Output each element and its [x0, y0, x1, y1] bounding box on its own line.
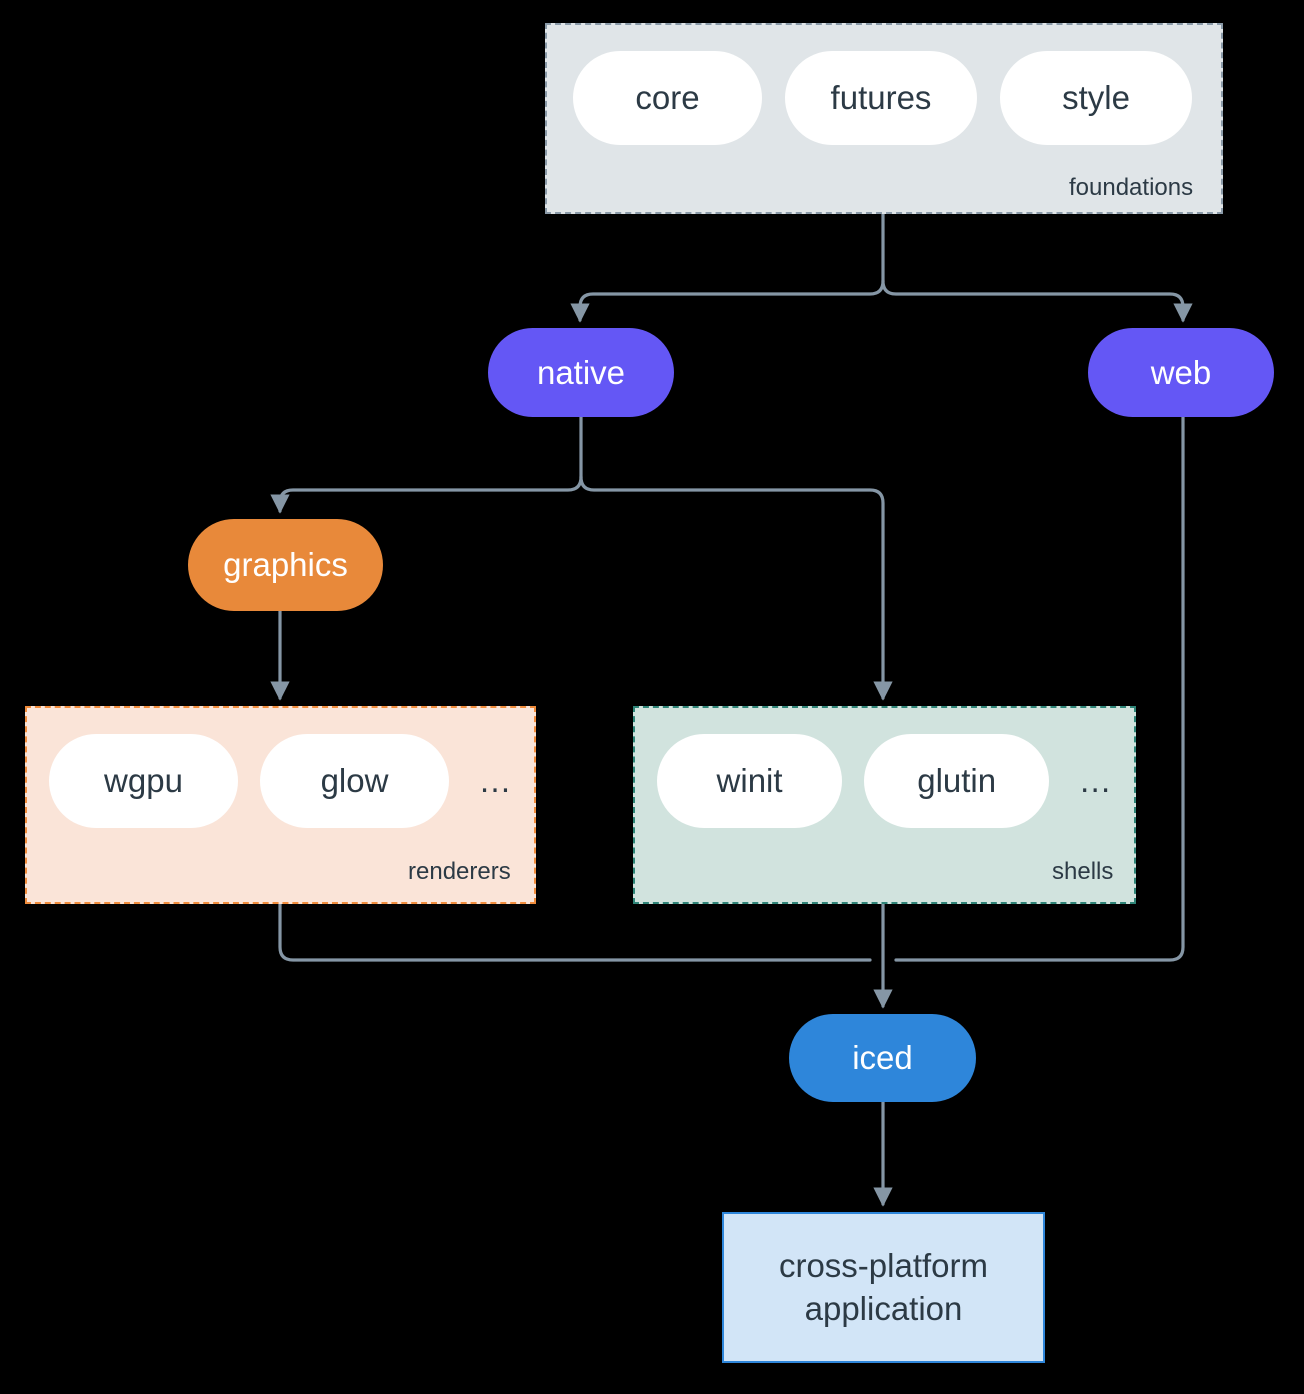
group-label-shells: shells [1052, 858, 1114, 885]
chip-futures[interactable]: futures [785, 51, 977, 145]
foundations-chip-row: core futures style [573, 51, 1197, 145]
chip-futures-label: futures [830, 79, 932, 116]
chip-wgpu[interactable]: wgpu [49, 734, 238, 828]
chip-glow-label: glow [320, 762, 389, 799]
chip-core-label: core [635, 79, 700, 116]
node-native[interactable]: native [488, 328, 674, 417]
edge-native-to-shells [579, 475, 893, 701]
application-line-1: cross-platform [778, 1246, 989, 1284]
chip-winit-label: winit [716, 762, 783, 799]
node-native-label: native [536, 353, 626, 391]
node-graphics[interactable]: graphics [188, 519, 383, 611]
edge-native-to-graphics [270, 475, 583, 514]
edge-renderers-to-iced [278, 902, 872, 962]
chip-glutin[interactable]: glutin [864, 734, 1050, 828]
edge-foundations-to-native [570, 279, 885, 323]
chip-glutin-label: glutin [917, 762, 997, 799]
group-label-renderers: renderers [408, 858, 511, 885]
node-iced[interactable]: iced [789, 1014, 976, 1102]
group-label-foundations: foundations [1069, 174, 1194, 201]
node-iced-label: iced [852, 1039, 913, 1076]
chip-style[interactable]: style [1000, 51, 1192, 145]
node-cross-platform-application[interactable]: cross-platform application [722, 1212, 1045, 1363]
renderers-chip-row: wgpu glow … [49, 734, 519, 828]
chip-winit[interactable]: winit [657, 734, 843, 828]
chip-wgpu-label: wgpu [104, 762, 183, 799]
shells-chip-row: winit glutin … [657, 734, 1119, 828]
chip-glow[interactable]: glow [260, 734, 449, 828]
node-web[interactable]: web [1088, 328, 1274, 417]
chip-style-label: style [1062, 79, 1130, 116]
edge-foundations-to-web [881, 279, 1193, 323]
application-line-2: application [804, 1289, 963, 1327]
renderers-ellipsis: … [478, 762, 512, 799]
node-web-label: web [1150, 353, 1212, 391]
shells-ellipsis: … [1078, 762, 1112, 799]
chip-core[interactable]: core [573, 51, 762, 145]
node-graphics-label: graphics [223, 546, 348, 583]
